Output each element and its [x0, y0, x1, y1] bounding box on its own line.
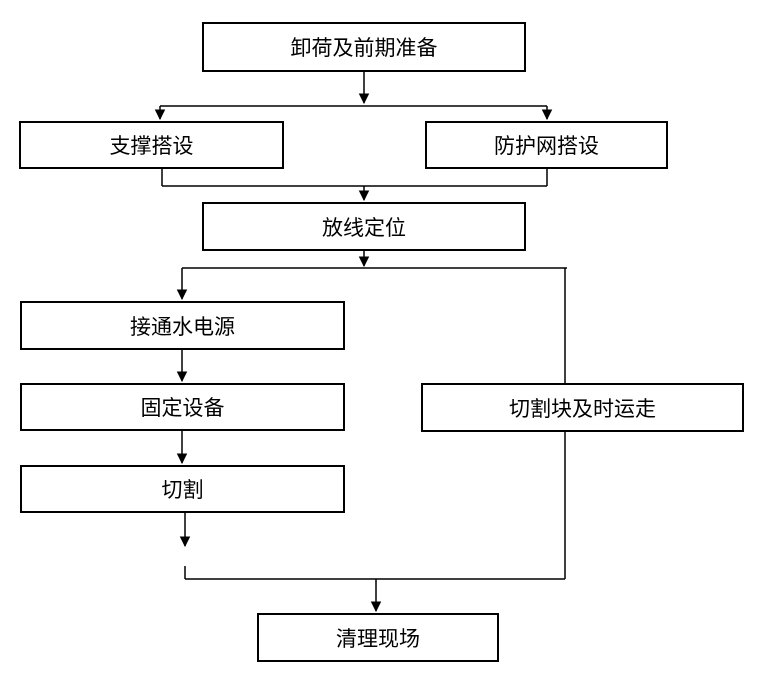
node-fix-equipment: 固定设备 [20, 383, 345, 431]
node-label: 固定设备 [140, 396, 225, 420]
node-unload-preparation: 卸荷及前期准备 [202, 22, 526, 72]
node-label: 防护网搭设 [494, 134, 599, 158]
node-protective-net-setup: 防护网搭设 [425, 121, 668, 169]
node-label: 支撑搭设 [109, 134, 194, 158]
node-label: 卸荷及前期准备 [290, 36, 438, 60]
node-cutting: 切割 [20, 465, 345, 513]
node-label: 切割块及时运走 [509, 396, 656, 421]
node-layout-positioning: 放线定位 [202, 202, 526, 251]
node-label: 放线定位 [322, 215, 406, 240]
node-label: 接通水电源 [130, 314, 235, 339]
node-label: 清理现场 [336, 626, 420, 651]
node-support-setup: 支撑搭设 [19, 121, 284, 169]
node-connect-water-power: 接通水电源 [20, 301, 345, 350]
node-label: 切割 [161, 478, 204, 502]
node-transport-blocks: 切割块及时运走 [421, 383, 744, 432]
node-clean-site: 清理现场 [257, 613, 499, 662]
